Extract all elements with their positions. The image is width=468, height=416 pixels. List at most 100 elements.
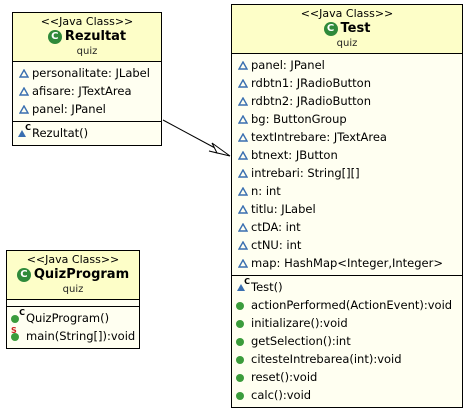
constructor-marker: C: [244, 276, 250, 286]
method-row[interactable]: initializare():void: [232, 314, 462, 332]
field-row[interactable]: panel: JPanel: [13, 100, 161, 118]
triangle-package-icon: [237, 114, 248, 124]
field-row[interactable]: n: int: [232, 182, 462, 200]
green-dot-icon: [236, 337, 244, 346]
package-visibility-icon: [236, 185, 249, 198]
method-label: actionPerformed(ActionEvent):void: [251, 298, 453, 312]
stereotype-label: <<Java Class>>: [40, 15, 134, 28]
field-label: ctDA: int: [251, 220, 301, 234]
package-visibility-icon: [236, 239, 249, 252]
method-row[interactable]: reset():void: [232, 368, 462, 386]
package-visibility-icon: [236, 149, 249, 162]
field-label: map: HashMap<Integer,Integer>: [251, 256, 443, 270]
field-label: personalitate: JLabel: [32, 66, 150, 80]
connector-arrowhead: [208, 142, 231, 157]
triangle-package-icon: [237, 222, 248, 232]
method-row[interactable]: citesteIntrebarea(int):void: [232, 350, 462, 368]
triangle-package-icon: [237, 150, 248, 160]
class-header: <<Java Class>> C Rezultat quiz: [13, 13, 161, 62]
field-row[interactable]: afisare: JTextArea: [13, 82, 161, 100]
method-label: Rezultat(): [32, 126, 89, 140]
stereotype-label: <<Java Class>>: [300, 7, 394, 20]
field-label: panel: JPanel: [251, 58, 325, 72]
constructor-triangle-icon: [237, 283, 245, 291]
triangle-package-icon: [237, 78, 248, 88]
field-label: afisare: JTextArea: [32, 84, 132, 98]
class-header: <<Java Class>> C QuizProgram quiz: [7, 251, 139, 300]
method-label: getSelection():int: [251, 334, 351, 348]
triangle-package-icon: [237, 96, 248, 106]
method-row[interactable]: calc():void: [232, 386, 462, 404]
fields-section: personalitate: JLabel afisare: JTextArea p…: [13, 62, 161, 122]
method-row[interactable]: actionPerformed(ActionEvent):void: [232, 296, 462, 314]
field-row[interactable]: rdbtn1: JRadioButton: [232, 74, 462, 92]
field-row[interactable]: map: HashMap<Integer,Integer>: [232, 254, 462, 272]
method-label: calc():void: [251, 388, 312, 402]
package-visibility-icon: [236, 167, 249, 180]
constructor-triangle-icon: [18, 129, 26, 137]
green-dot-icon: [11, 332, 19, 341]
class-test[interactable]: <<Java Class>> C Test quiz panel: JPanel…: [231, 4, 463, 408]
method-label: Test(): [251, 280, 283, 294]
package-visibility-icon: [17, 85, 30, 98]
method-row[interactable]: getSelection():int: [232, 332, 462, 350]
public-method-icon: [236, 317, 249, 330]
stereotype-label: <<Java Class>>: [26, 253, 120, 266]
field-row[interactable]: btnext: JButton: [232, 146, 462, 164]
constructor-marker: C: [25, 122, 31, 132]
triangle-package-icon: [237, 204, 248, 214]
public-method-icon: [236, 335, 249, 348]
constructor-icon: C: [11, 308, 25, 325]
package-label: quiz: [76, 46, 98, 57]
class-rezultat[interactable]: <<Java Class>> C Rezultat quiz personali…: [12, 12, 162, 146]
package-visibility-icon: [236, 131, 249, 144]
constructor-icon: C: [17, 123, 31, 140]
method-label: main(String[]):void: [26, 329, 136, 343]
package-label: quiz: [62, 284, 84, 295]
field-row[interactable]: panel: JPanel: [232, 56, 462, 74]
field-label: rdbtn1: JRadioButton: [251, 76, 371, 90]
green-dot-icon: [236, 319, 244, 328]
field-row[interactable]: textIntrebare: JTextArea: [232, 128, 462, 146]
triangle-package-icon: [237, 258, 248, 268]
class-icon: C: [47, 30, 62, 44]
class-name: Rezultat: [64, 29, 127, 44]
static-marker: S: [11, 325, 17, 335]
package-visibility-icon: [236, 257, 249, 270]
field-row[interactable]: rdbtn2: JRadioButton: [232, 92, 462, 110]
triangle-package-icon: [237, 60, 248, 70]
green-dot-icon: [11, 314, 19, 323]
connector-line: [162, 119, 216, 149]
field-row[interactable]: personalitate: JLabel: [13, 64, 161, 82]
field-row[interactable]: titlu: JLabel: [232, 200, 462, 218]
field-row[interactable]: ctNU: int: [232, 236, 462, 254]
triangle-package-icon: [237, 186, 248, 196]
field-row[interactable]: ctDA: int: [232, 218, 462, 236]
fields-section: [7, 300, 139, 307]
package-visibility-icon: [236, 221, 249, 234]
field-row[interactable]: bg: ButtonGroup: [232, 110, 462, 128]
green-dot-icon: [236, 373, 244, 382]
package-visibility-icon: [236, 59, 249, 72]
field-label: textIntrebare: JTextArea: [251, 130, 387, 144]
package-visibility-icon: [236, 77, 249, 90]
method-label: citesteIntrebarea(int):void: [251, 352, 402, 366]
triangle-package-icon: [237, 168, 248, 178]
triangle-package-icon: [18, 104, 29, 114]
field-label: rdbtn2: JRadioButton: [251, 94, 371, 108]
triangle-package-icon: [237, 132, 248, 142]
field-label: intrebari: String[][]: [251, 166, 360, 180]
package-visibility-icon: [236, 203, 249, 216]
triangle-package-icon: [18, 68, 29, 78]
field-label: bg: ButtonGroup: [251, 112, 347, 126]
package-visibility-icon: [17, 67, 30, 80]
field-row[interactable]: intrebari: String[][]: [232, 164, 462, 182]
static-method-icon: S: [11, 326, 24, 343]
class-name: Test: [340, 21, 371, 36]
